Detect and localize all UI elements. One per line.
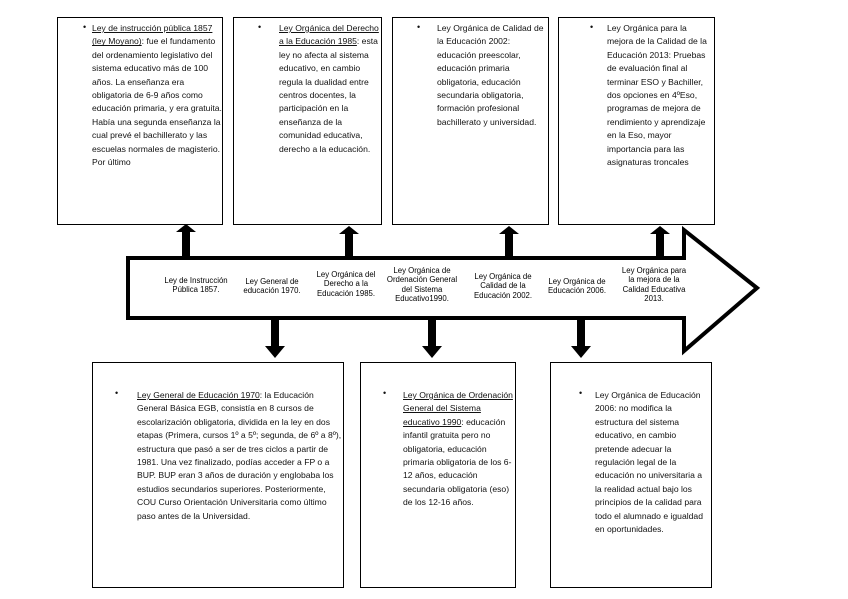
box-text: Ley Orgánica de Ordenación General del S… bbox=[403, 390, 513, 508]
box-text: Ley General de Educación 1970: la Educac… bbox=[137, 390, 342, 521]
box-ley-1970: • Ley General de Educación 1970: la Educ… bbox=[92, 362, 344, 588]
box-text: Ley Orgánica de Educación 2006: no modif… bbox=[595, 390, 703, 535]
box-ley-2013: • Ley Orgánica para la mejora de la Cali… bbox=[558, 17, 715, 225]
down-arrow-1990 bbox=[422, 318, 442, 358]
up-arrow-2002 bbox=[499, 226, 519, 258]
box-ley-2002: • Ley Orgánica de Calidad de la Educació… bbox=[392, 17, 549, 225]
box-ley-2006: • Ley Orgánica de Educación 2006: no mod… bbox=[550, 362, 712, 588]
timeline-arrow bbox=[126, 225, 761, 356]
box-text: Ley Orgánica de Calidad de la Educación … bbox=[437, 23, 544, 127]
box-text: Ley Orgánica del Derecho a la Educación … bbox=[279, 23, 379, 154]
down-arrow-2006 bbox=[571, 318, 591, 358]
box-ley-1857: • Ley de instrucción pública 1857 (ley M… bbox=[57, 17, 223, 225]
box-text: Ley Orgánica para la mejora de la Calida… bbox=[607, 23, 707, 168]
down-arrow-1970 bbox=[265, 318, 285, 358]
box-text: Ley de instrucción pública 1857 (ley Moy… bbox=[92, 23, 222, 168]
box-ley-1985: • Ley Orgánica del Derecho a la Educació… bbox=[233, 17, 382, 225]
up-arrow-1985 bbox=[339, 226, 359, 258]
up-arrow-1857 bbox=[176, 224, 196, 258]
box-ley-1990: • Ley Orgánica de Ordenación General del… bbox=[360, 362, 516, 588]
up-arrow-2013 bbox=[650, 226, 670, 258]
